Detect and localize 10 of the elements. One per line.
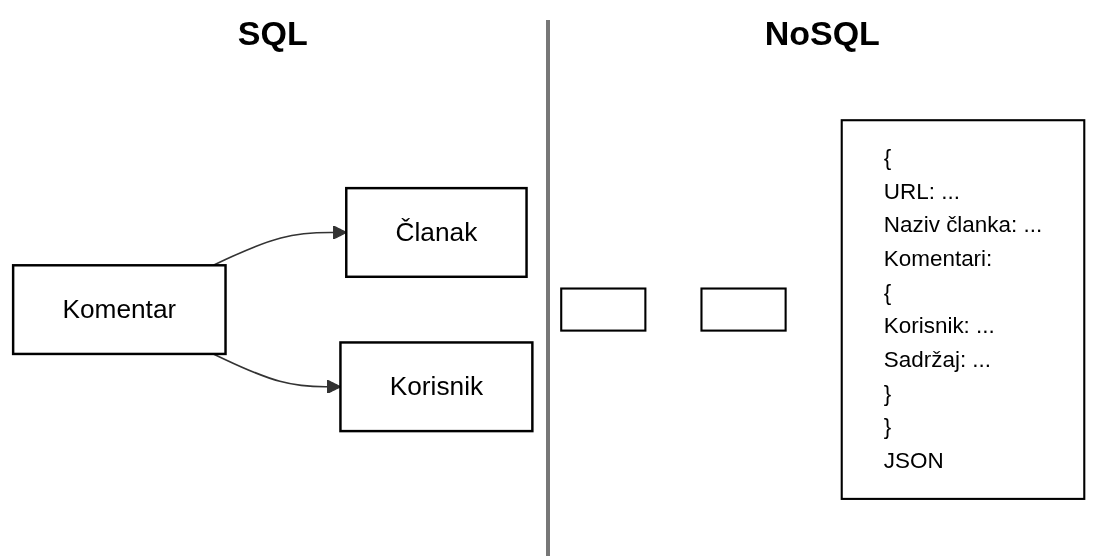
diagram: { URL: ... Naziv članka: ... Komentari: { Korisnik: ... Sadržaj: ... } } JSON <box>549 108 1095 511</box>
section-heading: SQL <box>237 14 308 53</box>
node-box <box>339 341 534 433</box>
node-box <box>699 287 787 332</box>
node-box <box>840 119 1085 500</box>
node-box <box>345 186 528 278</box>
diagram: Komentar Članak Korisnik <box>0 174 546 445</box>
section-heading: NoSQL <box>764 14 880 53</box>
node-box <box>11 263 227 356</box>
node-box <box>559 287 646 332</box>
